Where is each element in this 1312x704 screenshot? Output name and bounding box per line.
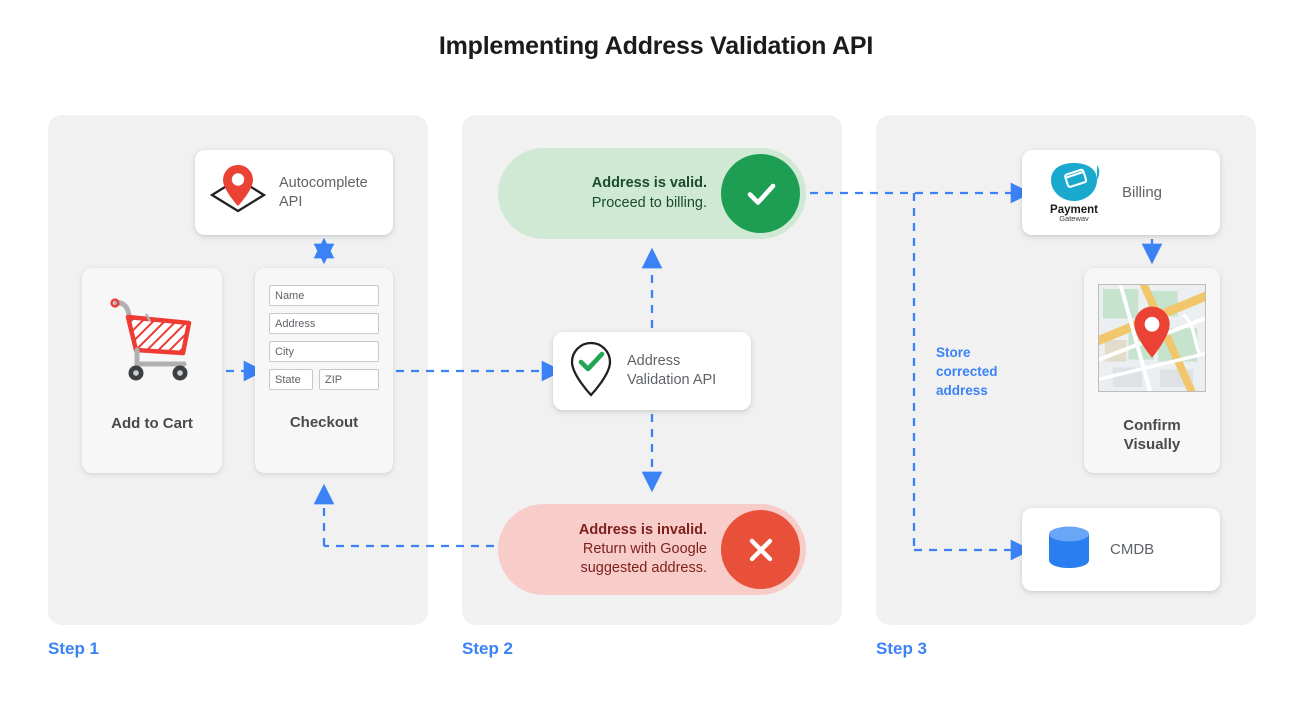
- confirm-visually-label: Confirm Visually: [1123, 417, 1181, 453]
- confirm-visually-card[interactable]: Confirm Visually: [1084, 268, 1220, 473]
- payment-gateway-icon: Payment Gateway: [1038, 159, 1110, 226]
- step-1-label: Step 1: [48, 639, 100, 658]
- billing-card[interactable]: Payment Gateway Billing: [1022, 150, 1220, 235]
- address-invalid-line3: suggested address.: [580, 560, 707, 577]
- address-invalid-strong: Address is invalid.: [578, 521, 707, 538]
- address-valid-line2: Proceed to billing.: [591, 194, 707, 211]
- address-valid-text: Address is valid. Proceed to billing.: [592, 174, 721, 212]
- address-invalid-text: Address is invalid. Return with Google s…: [579, 521, 721, 578]
- city-field[interactable]: City: [269, 341, 379, 362]
- billing-label: Billing: [1122, 183, 1163, 201]
- svg-text:Payment: Payment: [1050, 204, 1098, 216]
- address-invalid-pill: Address is invalid. Return with Google s…: [498, 504, 806, 595]
- checkout-label: Checkout: [289, 414, 359, 431]
- pin-check-icon: [567, 339, 615, 404]
- shopping-cart-icon: [104, 290, 200, 391]
- state-zip-row: State ZIP: [269, 369, 379, 390]
- close-icon: [721, 510, 800, 589]
- step-2-label: Step 2: [462, 639, 514, 658]
- address-field[interactable]: Address: [269, 313, 379, 334]
- page-title: Implementing Address Validation API: [438, 32, 874, 60]
- cmdb-label: CMDB: [1110, 540, 1155, 558]
- map-pin-diamond-icon: [207, 161, 269, 224]
- address-valid-pill: Address is valid. Proceed to billing.: [498, 148, 806, 239]
- autocomplete-api-card[interactable]: Autocomplete API: [195, 150, 393, 235]
- svg-text:Gateway: Gateway: [1059, 214, 1089, 221]
- autocomplete-api-label: Autocomplete API: [279, 174, 368, 210]
- database-icon: [1044, 522, 1094, 577]
- address-validation-api-label: Address Validation API: [627, 353, 717, 388]
- address-validation-api-card[interactable]: Address Validation API: [553, 332, 751, 410]
- check-icon: [721, 154, 800, 233]
- step-3-label: Step 3: [876, 639, 928, 658]
- map-thumbnail-icon: [1093, 279, 1211, 397]
- add-to-cart-label: Add to Cart: [111, 415, 193, 432]
- address-invalid-line2: Return with Google: [582, 540, 707, 557]
- name-field[interactable]: Name: [269, 285, 379, 306]
- cmdb-card[interactable]: CMDB: [1022, 508, 1220, 591]
- state-field[interactable]: State: [269, 369, 313, 390]
- checkout-card[interactable]: Name Address City State ZIP Checkout: [255, 268, 393, 473]
- zip-field[interactable]: ZIP: [319, 369, 379, 390]
- store-corrected-address-note: Store corrected address: [936, 345, 998, 399]
- add-to-cart-card[interactable]: Add to Cart: [82, 268, 222, 473]
- address-valid-strong: Address is valid.: [591, 175, 707, 192]
